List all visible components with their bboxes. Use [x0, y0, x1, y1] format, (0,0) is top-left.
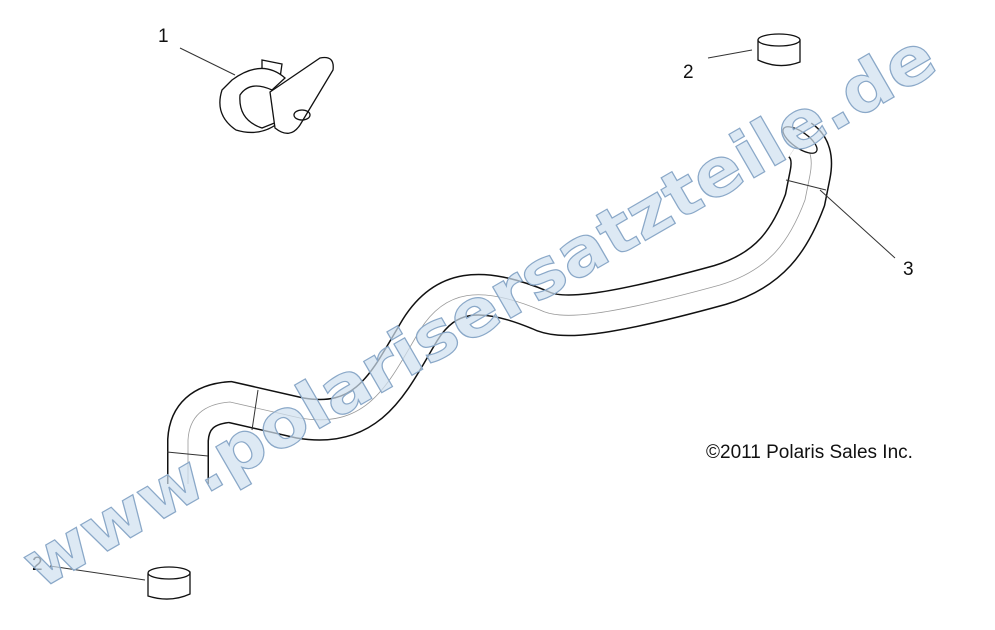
callout-2-top: 2: [683, 62, 694, 83]
callout-2-bottom: 2: [32, 554, 43, 575]
callout-1: 1: [158, 26, 169, 47]
leader-lines: [49, 47, 896, 581]
grommet-top-part: [757, 33, 801, 67]
callout-3: 3: [903, 259, 914, 280]
tube-part: [166, 122, 833, 484]
grommet-bottom-part: [147, 566, 191, 600]
copyright-notice: ©2011 Polaris Sales Inc.: [706, 442, 913, 463]
watermark: www.polarisersatzteile.de: [10, 17, 949, 604]
clip-part: [219, 56, 334, 134]
